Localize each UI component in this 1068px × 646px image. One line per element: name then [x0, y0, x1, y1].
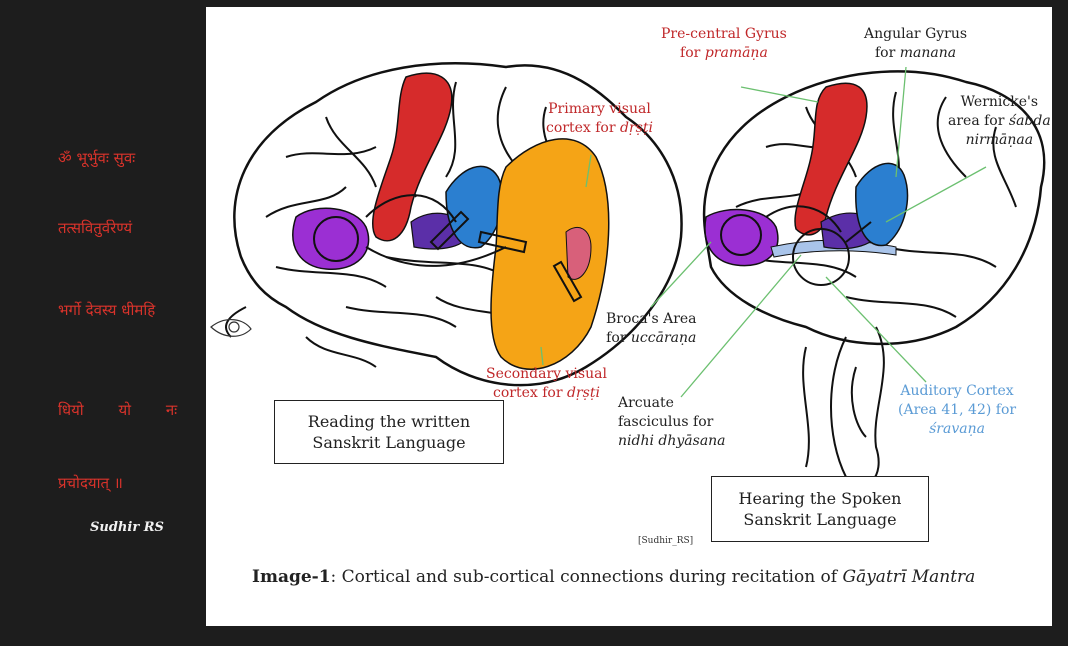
credit-text: [Sudhir_RS] — [638, 536, 693, 546]
wernicke-area-label: Wernicke's area for śabda nirmāṇaa — [948, 93, 1051, 150]
signature: Sudhir RS — [90, 520, 164, 535]
right-wernicke-area — [856, 163, 908, 245]
mantra-line-3: भर्गो देवस्य धीमहि — [58, 300, 155, 320]
reading-box: Reading the written Sanskrit Language — [274, 400, 504, 464]
mantra-line-1: ॐ भूर्भुवः सुवः — [58, 148, 135, 168]
auditory-cortex-label: Auditory Cortex (Area 41, 42) for śravaṇ… — [898, 382, 1016, 439]
primary-visual-cortex-label: Primary visual cortex for dṛṣṭi — [546, 100, 653, 138]
eye-icon — [211, 320, 251, 337]
hearing-box: Hearing the Spoken Sanskrit Language — [711, 476, 929, 542]
arcuate-fasciculus-label: Arcuate fasciculus for nidhi dhyāsana — [618, 394, 726, 451]
mantra-line-2: तत्सवितुर्वरेण्यं — [58, 218, 132, 238]
figure-panel: Pre-central Gyrus for pramāṇa Angular Gy… — [206, 7, 1052, 626]
precentral-gyrus-label: Pre-central Gyrus for pramāṇa — [661, 25, 787, 63]
broca-area-label: Broca's Area for uccāraṇa — [606, 310, 697, 348]
secondary-visual-cortex-label: Secondary visual cortex for dṛṣṭi — [486, 365, 607, 403]
angular-gyrus-label: Angular Gyrus for manana — [864, 25, 967, 63]
mantra-line-4: धियो यो नः — [58, 400, 177, 420]
right-broca-area — [705, 210, 778, 266]
mantra-line-5: प्रचोदयात् ॥ — [58, 473, 123, 493]
mantra-sidebar: ॐ भूर्भुवः सुवः तत्सवितुर्वरेण्यं भर्गो … — [10, 8, 200, 628]
figure-caption: Image-1: Cortical and sub-cortical conne… — [252, 567, 975, 587]
